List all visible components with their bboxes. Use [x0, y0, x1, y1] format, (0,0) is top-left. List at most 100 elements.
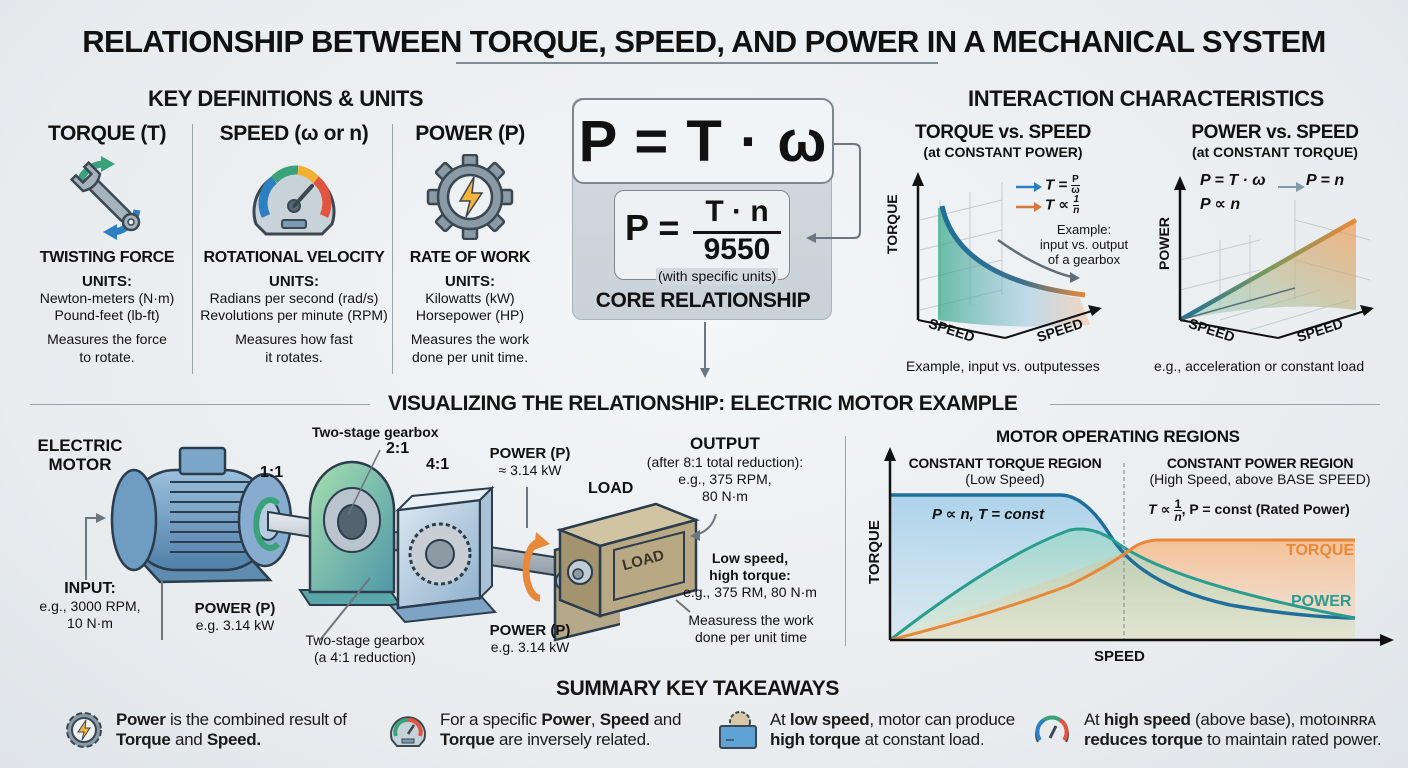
torque-vs-speed-header: TORQUE vs. SPEED (at CONSTANT POWER) — [898, 122, 1108, 160]
eq-rhs: , P = const (Rated Power) — [1181, 501, 1350, 518]
legend-torque-label: TORQUE — [1286, 542, 1355, 559]
load-note: Measuress the work done per unit time — [676, 612, 826, 646]
input-label: INPUT: — [64, 580, 116, 597]
description-line: Measures the work — [410, 331, 530, 347]
region-title: CONSTANT TORQUE REGION — [908, 455, 1102, 471]
divider — [1050, 404, 1380, 405]
region1-formula: P ∝ n, T = const — [932, 506, 1045, 523]
coupling-ratio: 1:1 — [260, 464, 284, 481]
power-callout-bottom: POWER (P) e.g. 3.14 kW — [480, 622, 580, 656]
power-callout-left: POWER (P) e.g. 3.14 kW — [180, 600, 290, 634]
wrench-rotate-icon — [69, 156, 141, 240]
region-note: (Low Speed) — [965, 471, 1045, 487]
eq-lhs: T ∝ — [1148, 501, 1171, 518]
unit-item: Radians per second (rad/s) — [209, 290, 379, 306]
output-value: e.g., 375 RPM, — [678, 471, 772, 487]
gearbox-bottom-label: Two-stage gearbox (a 4:1 reduction) — [290, 632, 440, 666]
definition-description: Measures the force to rotate. — [22, 330, 192, 366]
label-line: Low speed, — [711, 550, 789, 566]
definition-subtitle: ROTATIONAL VELOCITY — [203, 249, 385, 266]
eq-num: 1 — [1174, 497, 1182, 511]
divider — [30, 404, 370, 405]
formula-connector-arrows — [700, 143, 861, 378]
chart-subtitle: (at CONSTANT TORQUE) — [1192, 144, 1358, 160]
eq-fraction: P ω — [1071, 174, 1080, 196]
divider — [845, 436, 846, 646]
output-value: (after 8:1 total reduction): — [646, 454, 804, 470]
description-line: Measures the force — [47, 331, 167, 347]
chart-subtitle: (at CONSTANT POWER) — [923, 144, 1083, 160]
unit-item: Horsepower (HP) — [415, 307, 525, 323]
summary-heading: SUMMARY KEY TAKEAWAYS — [556, 677, 839, 700]
equation-p-equals-n: P = n — [1306, 172, 1345, 189]
page-title: RELATIONSHIP BETWEEN TORQUE, SPEED, AND … — [82, 24, 1326, 59]
chart-caption: Example, input vs. outputesses — [906, 358, 1100, 374]
definitions-heading: KEY DEFINITIONS & UNITS — [148, 86, 424, 111]
note-line: Example: — [1056, 222, 1112, 237]
y-axis-label: TORQUE — [866, 520, 883, 584]
low-speed-values: e.g., 375 RМ, 80 N·m — [683, 584, 817, 600]
units-label: UNITS: — [269, 273, 319, 290]
speedometer-icon — [252, 165, 336, 236]
definition-title: POWER (P) — [415, 122, 525, 145]
torque-vs-speed-chart — [912, 172, 1102, 339]
motor-gear-icon — [719, 711, 757, 749]
power-value: ≈ 3.14 kW — [498, 462, 562, 478]
stage1-ratio: 2:1 — [386, 440, 410, 457]
region-title: CONSTANT POWER REGION — [1166, 455, 1354, 471]
unit-item: Kilowatts (kW) — [425, 290, 515, 306]
formula-secondary: P = T · n 9550 — [614, 190, 790, 280]
core-relationship-label: CORE RELATIONSHIP — [595, 289, 811, 312]
region2-formula: T ∝ 1 n , P = const (Rated Power) — [1148, 498, 1350, 523]
definition-speed: SPEED (ω or n) ROTATIONAL VELOCITY UNITS… — [196, 122, 392, 366]
region-constant-power: CONSTANT POWER REGION (High Speed, above… — [1140, 455, 1380, 488]
gear-lightning-icon — [66, 712, 102, 748]
power-vs-speed-header: POWER vs. SPEED (at CONSTANT TORQUE) — [1170, 122, 1380, 160]
description-line: Measures how fast — [235, 331, 353, 347]
label-line: (a 4:1 reduction) — [314, 649, 416, 665]
description-line: done per unit time. — [412, 349, 528, 365]
chart-title: POWER vs. SPEED — [1191, 122, 1359, 143]
input-value: 10 N·m — [67, 615, 113, 631]
title-underline — [456, 62, 938, 64]
region-note: (High Speed, above BASE SPEED) — [1149, 471, 1371, 487]
eq-lhs: T = — [1045, 176, 1068, 194]
definition-power: POWER (P) RATE OF WORK UNITS: Kilowatts … — [394, 122, 546, 366]
power-label: POWER (P) — [489, 445, 571, 462]
eq-num: P — [1071, 174, 1080, 186]
divider — [392, 124, 393, 374]
visualizing-heading: VISUALIZING THE RELATIONSHIP: ELECTRIC M… — [388, 392, 1018, 415]
input-callout: INPUT: e.g., 3000 RPM, 10 N·m — [30, 580, 150, 632]
unit-item: Pound-feet (lb-ft) — [54, 307, 160, 323]
equation-t-prop-1-over-n: T ∝ 1 n — [1045, 195, 1080, 216]
definition-subtitle: RATE OF WORK — [409, 249, 531, 266]
label-line: MOTOR — [48, 455, 112, 474]
formula-numerator: T · n — [705, 195, 769, 228]
eq-lhs: T ∝ — [1045, 196, 1070, 214]
eq-den: ω — [1071, 185, 1080, 196]
formula-lhs: P = — [625, 207, 680, 248]
input-value: e.g., 3000 RPM, — [39, 598, 141, 614]
unit-item: Newton-meters (N·m) — [39, 290, 175, 306]
definition-description: Measures how fast it rotates. — [196, 330, 392, 366]
unit-item: Revolutions per minute (RPM) — [200, 307, 388, 323]
note-line: done per unit time — [694, 629, 808, 645]
eq-fraction: 1 n — [1073, 195, 1080, 216]
power-vs-speed-chart — [1174, 176, 1374, 339]
motor-operating-regions-chart — [884, 447, 1394, 646]
motor-gearbox-illustration — [110, 446, 620, 642]
gearbox-top-label: Two-stage gearbox — [312, 424, 439, 440]
power-callout-mid: POWER (P) ≈ 3.14 kW — [480, 445, 580, 479]
output-value: 80 N·m — [702, 488, 748, 504]
formula-note: (with specific units) — [656, 268, 779, 285]
definition-description: Measures the work done per unit time. — [394, 330, 546, 366]
motor-label: ELECTRIC MOTOR — [30, 436, 130, 474]
definition-title: SPEED (ω or n) — [219, 122, 369, 145]
chart-title: TORQUE vs. SPEED — [915, 122, 1091, 143]
equation-p-prop-n: P ∝ n — [1200, 196, 1241, 213]
power-value: e.g. 3.14 kW — [490, 639, 570, 655]
gearbox-example-note: Example: input vs. output of a gearbox — [1026, 222, 1142, 267]
note-line: input vs. output — [1039, 237, 1129, 252]
